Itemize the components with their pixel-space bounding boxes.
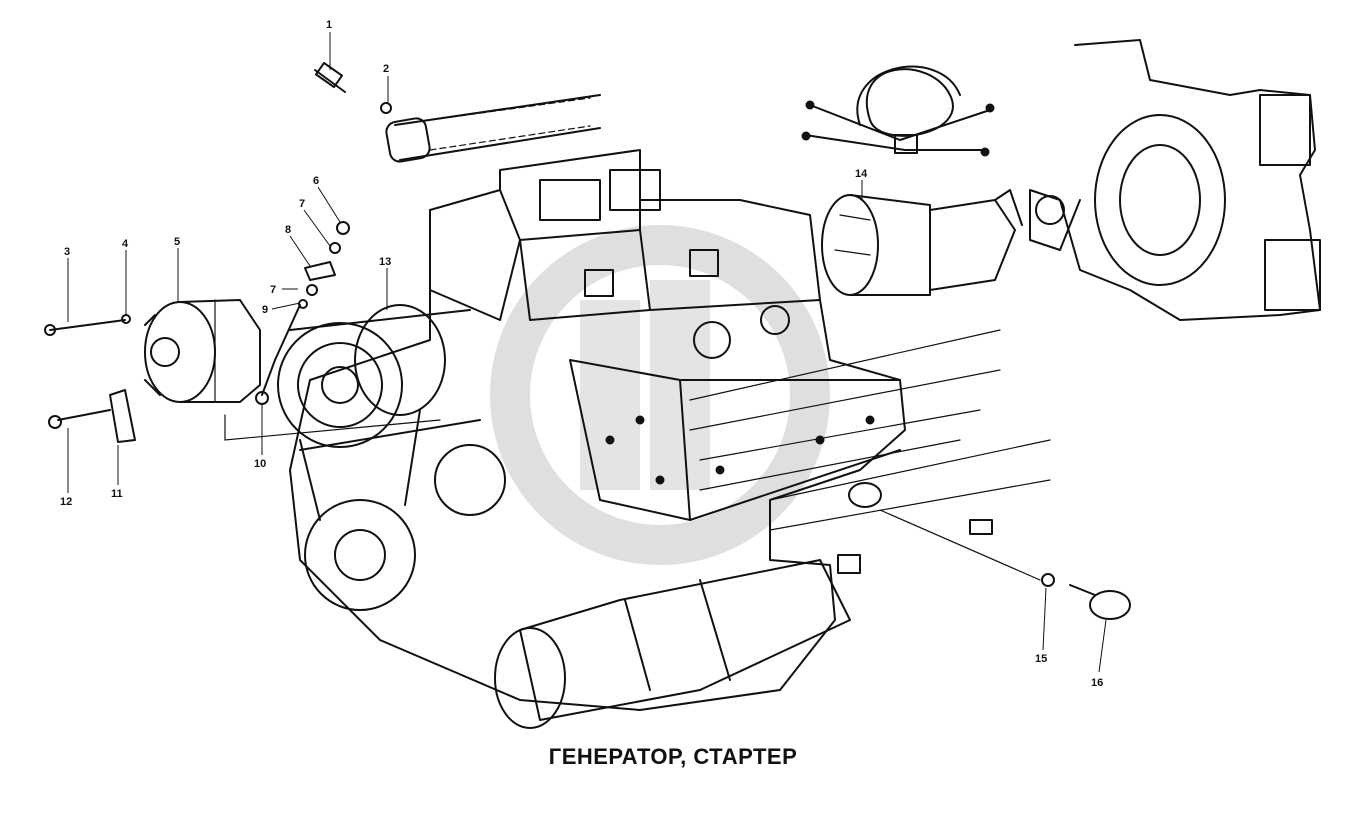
callout-12: 12: [60, 496, 72, 508]
flywheel-housing-icon: [1029, 39, 1321, 321]
callout-4: 4: [122, 238, 129, 250]
alternator-bolts: [44, 314, 441, 443]
cable-harness-icon: [801, 65, 995, 157]
callout-9: 9: [262, 304, 268, 316]
oil-filter-icon: [494, 559, 851, 729]
adjusting-strap-icon: [255, 221, 350, 405]
watermark: [490, 225, 830, 565]
alternator-icon: [144, 299, 261, 403]
callout-15: 15: [1035, 653, 1047, 665]
callout-7b: 7: [270, 284, 276, 296]
diagram-caption: ГЕНЕРАТОР, СТАРТЕР: [548, 744, 798, 769]
callout-2: 2: [383, 63, 389, 75]
engine-block-icon: [289, 149, 1051, 711]
callout-13: 13: [379, 256, 391, 268]
pipe-upper: [385, 94, 601, 163]
callout-14: 14: [855, 168, 868, 180]
callout-11: 11: [111, 488, 123, 500]
callout-10: 10: [254, 458, 266, 470]
callout-6: 6: [313, 175, 319, 187]
callout-7a: 7: [299, 198, 305, 210]
temp-sender-icon: [314, 61, 392, 114]
starter-motor-icon: [821, 189, 1023, 296]
sender-unit-icon: [837, 482, 1131, 620]
pulley-icon: [277, 304, 506, 611]
callout-3: 3: [64, 246, 70, 258]
leader-lines: [67, 32, 1107, 673]
callout-1: 1: [326, 19, 332, 31]
callout-8: 8: [285, 224, 291, 236]
callout-16: 16: [1091, 677, 1103, 689]
callouts: 1 2 3 4 5 6 7 8 7 9 10 11 12 13 14 15 16: [60, 19, 1103, 689]
callout-5: 5: [174, 236, 180, 248]
